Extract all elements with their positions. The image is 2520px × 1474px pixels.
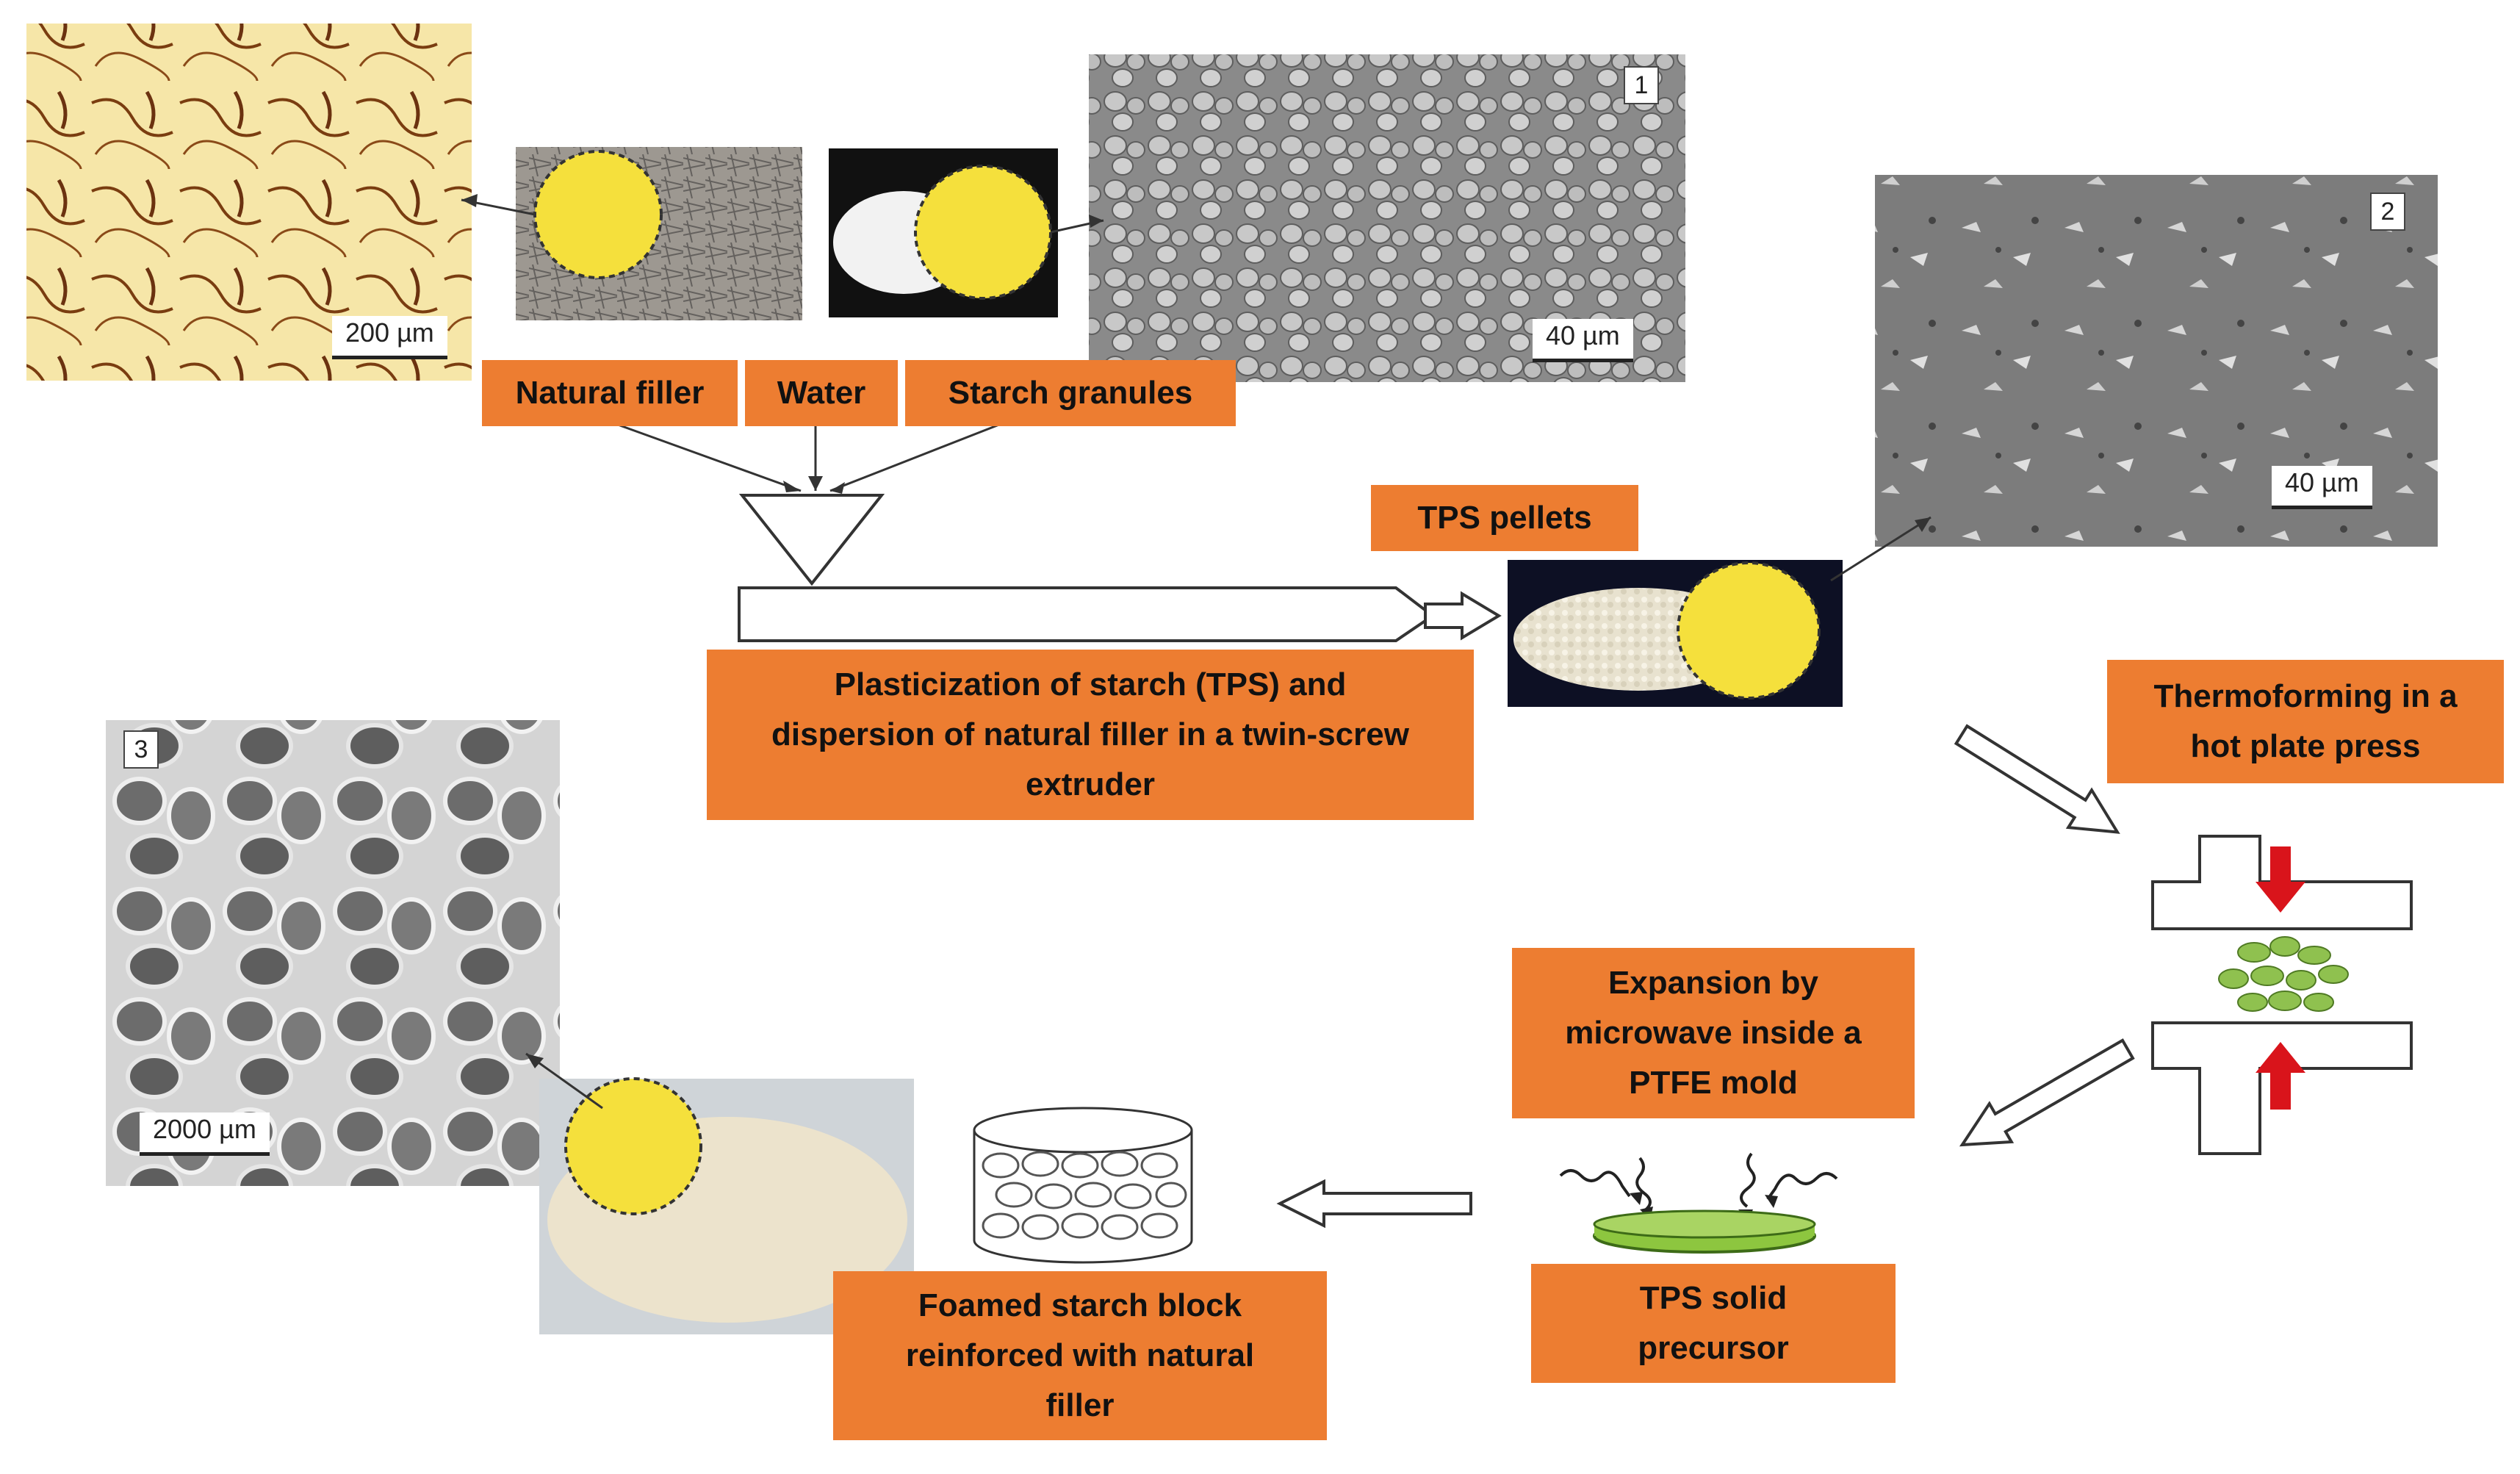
sem-image-3 xyxy=(106,720,560,1186)
foamed-label-line-2: reinforced with natural xyxy=(905,1337,1255,1373)
sem3-scale-bar: 2000 µm xyxy=(140,1112,270,1156)
starch-highlight-circle xyxy=(914,165,1052,300)
extruder-label-line-2: dispersion of natural filler in a twin-s… xyxy=(771,716,1409,752)
water-label: Water xyxy=(745,360,898,426)
arrow-to-expansion xyxy=(1959,1038,2135,1147)
expansion-label: Expansion by microwave inside a PTFE mol… xyxy=(1512,948,1915,1118)
extruder-label: Plasticization of starch (TPS) and dispe… xyxy=(707,650,1474,820)
precursor-label-line-1: TPS solid xyxy=(1639,1280,1788,1316)
expansion-label-line-2: microwave inside a xyxy=(1565,1015,1862,1051)
foamed-block-schematic xyxy=(973,1107,1193,1264)
thermoforming-label: Thermoforming in a hot plate press xyxy=(2107,660,2504,783)
foam-highlight-circle xyxy=(564,1077,702,1215)
thermoforming-label-line-1: Thermoforming in a xyxy=(2153,678,2458,714)
expansion-label-line-1: Expansion by xyxy=(1608,965,1819,1001)
feed-arrows xyxy=(609,420,1007,492)
extruder-label-line-3: extruder xyxy=(1025,766,1156,802)
expansion-label-line-3: PTFE mold xyxy=(1629,1065,1798,1101)
microwave-waves xyxy=(1559,1152,1838,1212)
sem2-scale-bar: 40 µm xyxy=(2272,466,2372,509)
precursor-label-line-2: precursor xyxy=(1638,1330,1789,1366)
sem1-scale-bar: 40 µm xyxy=(1533,319,1633,362)
extruder-label-line-1: Plasticization of starch (TPS) and xyxy=(834,666,1347,702)
thermoforming-label-line-2: hot plate press xyxy=(2190,728,2421,764)
starch-granules-label: Starch granules xyxy=(905,360,1236,426)
extruder-outlet-arrow xyxy=(1424,591,1502,641)
sem2-number: 2 xyxy=(2370,193,2405,231)
pellets-highlight-circle xyxy=(1677,561,1821,700)
foamed-block-label: Foamed starch block reinforced with natu… xyxy=(833,1271,1327,1440)
extruder-hopper xyxy=(738,494,885,586)
extruder-barrel xyxy=(738,586,1436,642)
natural-filler-label: Natural filler xyxy=(482,360,738,426)
fiber-scale-bar: 200 µm xyxy=(332,316,447,359)
filler-highlight-circle xyxy=(533,150,663,279)
tps-pellets-label: TPS pellets xyxy=(1371,485,1638,551)
sem1-number: 1 xyxy=(1624,66,1659,104)
hot-plate-press xyxy=(2151,835,2413,1155)
foamed-label-line-3: filler xyxy=(1045,1387,1115,1423)
sem3-number: 3 xyxy=(123,730,159,769)
precursor-label: TPS solid precursor xyxy=(1531,1264,1896,1383)
foamed-label-line-1: Foamed starch block xyxy=(918,1287,1242,1323)
arrow-to-press xyxy=(1954,724,2120,834)
arrow-to-foam xyxy=(1276,1179,1472,1229)
